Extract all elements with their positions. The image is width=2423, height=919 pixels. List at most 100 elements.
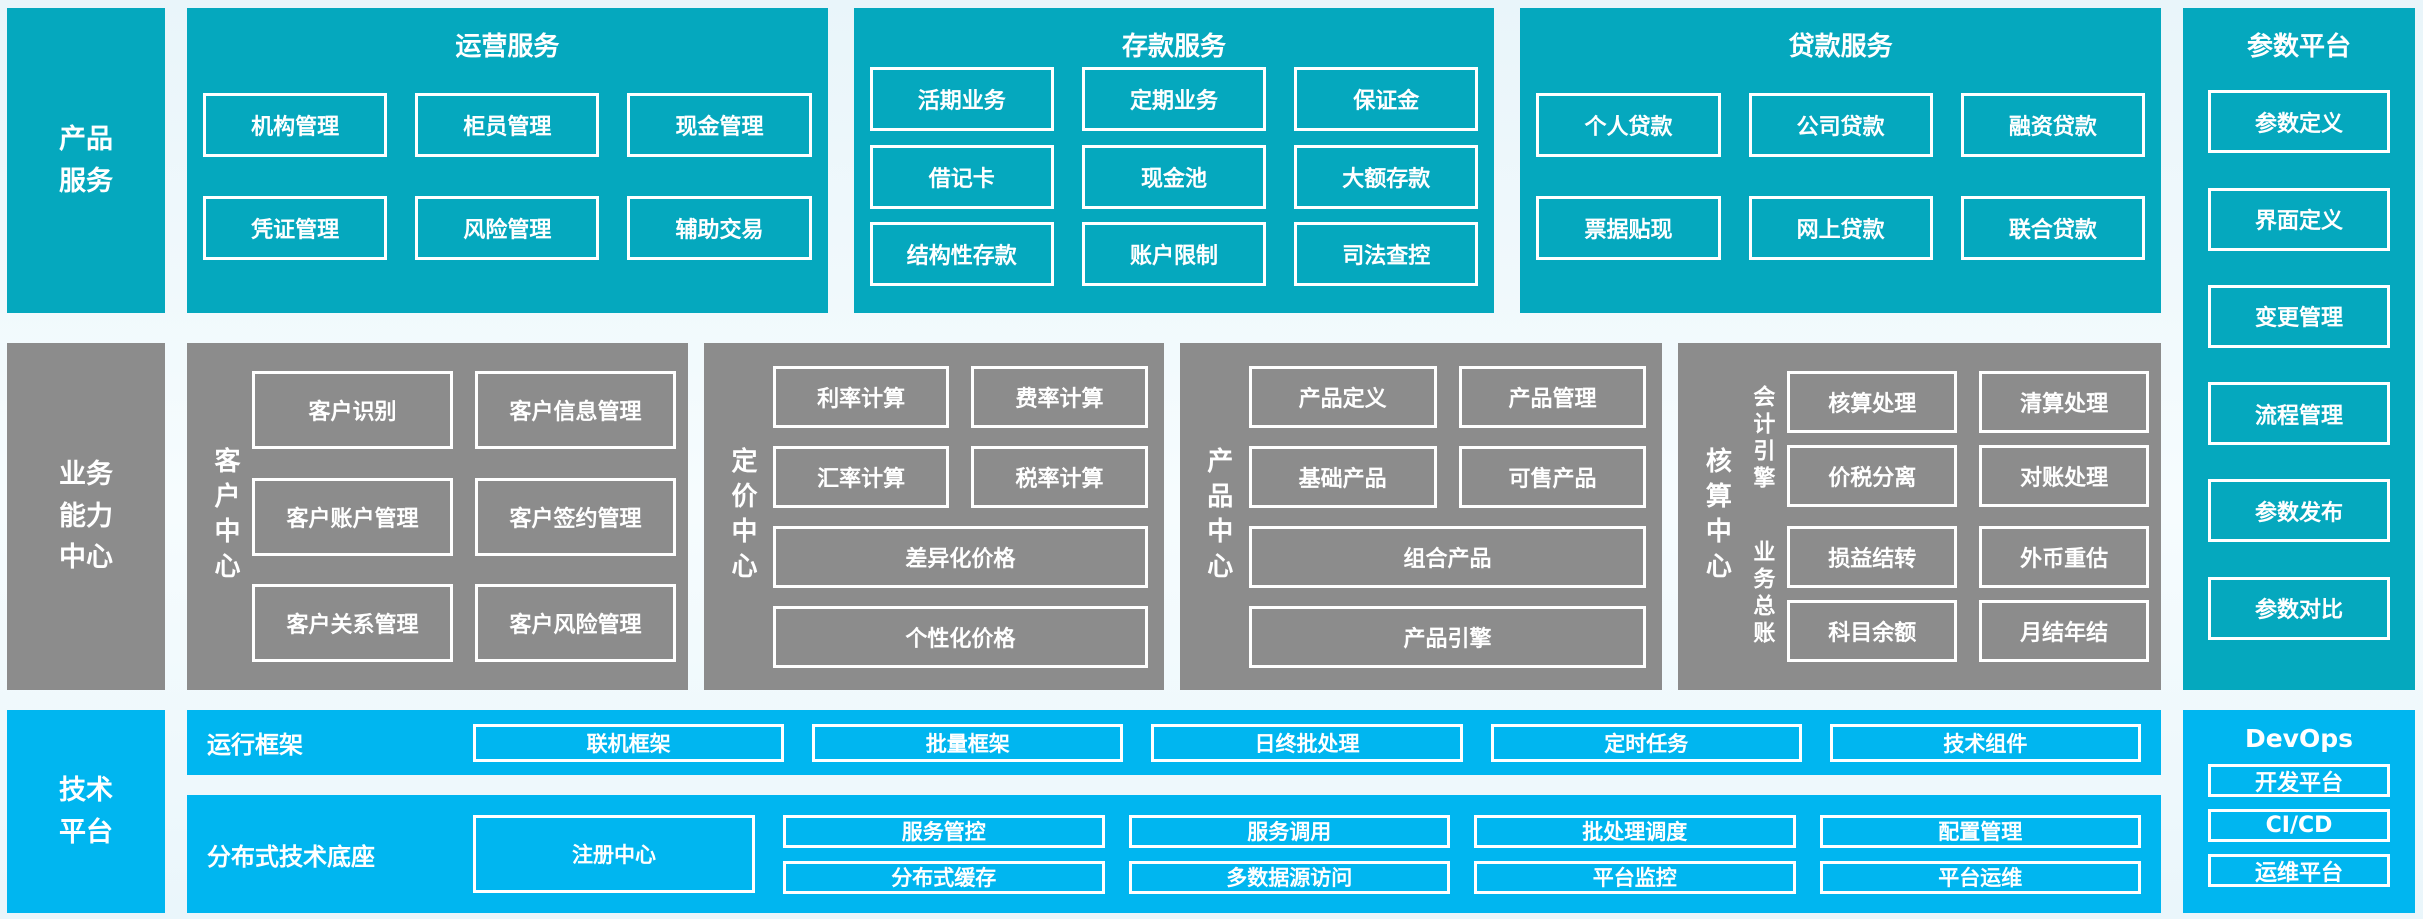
section-title: 存款服务 bbox=[1122, 32, 1227, 62]
diagram-box: 批量框架 bbox=[812, 723, 1124, 762]
devops-title: DevOps bbox=[2244, 724, 2354, 753]
business-ledger-group: 业务总账 损益结转外币重估科目余额月结年结 bbox=[1743, 525, 2149, 662]
center-column: 运营服务 机构管理柜员管理现金管理凭证管理风险管理辅助交易 存款服务 活期业务定… bbox=[187, 8, 2162, 913]
business-ledger-boxes: 损益结转外币重估科目余额月结年结 bbox=[1787, 525, 2149, 662]
diagram-box: 产品管理 bbox=[1458, 365, 1647, 428]
diagram-box: 技术组件 bbox=[1829, 723, 2142, 762]
customer-center-label: 客户中心 bbox=[210, 446, 240, 587]
section-title: 运营服务 bbox=[455, 32, 560, 62]
diagram-box: 客户信息管理 bbox=[475, 371, 676, 450]
product-services-row: 运营服务 机构管理柜员管理现金管理凭证管理风险管理辅助交易 存款服务 活期业务定… bbox=[187, 8, 2162, 313]
section-loan-services: 贷款服务 个人贷款公司贷款融资贷款票据贴现网上贷款联合贷款 bbox=[1520, 8, 2162, 313]
diagram-box: 多数据源访问 bbox=[1128, 860, 1450, 894]
sidebar-product-services-label: 产品 服务 bbox=[59, 123, 113, 197]
diagram-box: 大额存款 bbox=[1294, 144, 1479, 209]
right-rail: 参数平台 参数定义界面定义变更管理流程管理参数发布参数对比 DevOps 开发平… bbox=[2183, 8, 2415, 913]
section-parameter-platform: 参数平台 参数定义界面定义变更管理流程管理参数发布参数对比 bbox=[2183, 8, 2415, 690]
section-deposit-services: 存款服务 活期业务定期业务保证金借记卡现金池大额存款结构性存款账户限制司法查控 bbox=[853, 8, 1495, 313]
diagram-box: 结构性存款 bbox=[869, 221, 1054, 286]
diagram-box: 网上贷款 bbox=[1748, 196, 1933, 260]
diagram-box: 账户限制 bbox=[1081, 221, 1267, 286]
diagram-box: 个性化价格 bbox=[773, 605, 1148, 668]
diagram-box: 风险管理 bbox=[415, 196, 600, 260]
diagram-box: 变更管理 bbox=[2208, 284, 2390, 348]
registry-center-box: 注册中心 bbox=[473, 815, 755, 893]
diagram-box: 定期业务 bbox=[1081, 67, 1267, 132]
business-capability-row: 客户中心 客户识别客户信息管理客户账户管理客户签约管理客户关系管理客户风险管理 … bbox=[187, 343, 2161, 690]
diagram-box: 融资贷款 bbox=[1960, 93, 2145, 157]
customer-center-boxes: 客户识别客户信息管理客户账户管理客户签约管理客户关系管理客户风险管理 bbox=[252, 343, 676, 690]
sidebar-business-capability-label: 业务 能力 中心 bbox=[59, 458, 113, 574]
sidebar-business-capability-center: 业务 能力 中心 bbox=[7, 343, 165, 690]
diagram-box: 定时任务 bbox=[1490, 723, 1802, 762]
diagram-box: 借记卡 bbox=[869, 144, 1054, 209]
diagram-box: 开发平台 bbox=[2208, 764, 2390, 797]
diagram-box: 核算处理 bbox=[1787, 371, 1958, 434]
diagram-box: 产品引擎 bbox=[1248, 605, 1647, 668]
diagram-box: 辅助交易 bbox=[627, 196, 812, 260]
diagram-box: 对账处理 bbox=[1979, 445, 2149, 508]
product-center-wide-boxes: 组合产品产品引擎 bbox=[1248, 525, 1647, 668]
diagram-box: 科目余额 bbox=[1787, 599, 1958, 662]
product-center-boxes: 产品定义产品管理基础产品可售产品 bbox=[1248, 365, 1647, 508]
diagram-box: 活期业务 bbox=[869, 67, 1054, 132]
section-accounting-center: 核算中心 会计引擎 核算处理清算处理价税分离对账处理 业务总账 损益结转外币重估… bbox=[1678, 343, 2161, 690]
section-title: 贷款服务 bbox=[1788, 32, 1893, 62]
diagram-box: 平台监控 bbox=[1474, 860, 1796, 894]
diagram-box: 服务管控 bbox=[783, 814, 1105, 848]
diagram-box: 外币重估 bbox=[1979, 525, 2149, 588]
diagram-box: 现金管理 bbox=[627, 93, 812, 157]
section-pricing-center: 定价中心 利率计算费率计算汇率计算税率计算 差异化价格个性化价格 bbox=[704, 343, 1164, 690]
distributed-base-boxes: 服务管控服务调用批处理调度配置管理分布式缓存多数据源访问平台监控平台运维 bbox=[783, 814, 2141, 894]
accounting-center-groups: 会计引擎 核算处理清算处理价税分离对账处理 业务总账 损益结转外币重估科目余额月… bbox=[1743, 343, 2149, 690]
diagram-box: 流程管理 bbox=[2208, 382, 2390, 446]
diagram-box: 客户风险管理 bbox=[475, 583, 676, 662]
diagram-box: 组合产品 bbox=[1248, 525, 1647, 588]
diagram-box: 价税分离 bbox=[1787, 445, 1958, 508]
distributed-base-label: 分布式技术底座 bbox=[207, 842, 375, 871]
pricing-center-content: 利率计算费率计算汇率计算税率计算 差异化价格个性化价格 bbox=[769, 343, 1152, 690]
diagram-box: 保证金 bbox=[1294, 67, 1479, 132]
sidebar-product-services: 产品 服务 bbox=[7, 8, 165, 313]
business-ledger-label: 业务总账 bbox=[1749, 539, 1775, 648]
diagram-box: 清算处理 bbox=[1979, 371, 2149, 434]
diagram-box: 产品定义 bbox=[1248, 365, 1437, 428]
product-center-content: 产品定义产品管理基础产品可售产品 组合产品产品引擎 bbox=[1245, 343, 1651, 690]
section-customer-center: 客户中心 客户识别客户信息管理客户账户管理客户签约管理客户关系管理客户风险管理 bbox=[187, 343, 688, 690]
parameter-platform-boxes: 参数定义界面定义变更管理流程管理参数发布参数对比 bbox=[2183, 54, 2415, 690]
diagram-box: 客户关系管理 bbox=[252, 583, 453, 662]
pricing-center-label: 定价中心 bbox=[727, 446, 757, 587]
diagram-box: 费率计算 bbox=[971, 365, 1148, 428]
section-distributed-base: 分布式技术底座 注册中心 服务管控服务调用批处理调度配置管理分布式缓存多数据源访… bbox=[187, 795, 2161, 913]
diagram-box: 凭证管理 bbox=[203, 196, 388, 260]
diagram-box: 批处理调度 bbox=[1474, 814, 1796, 848]
left-rail: 产品 服务 业务 能力 中心 技术 平台 bbox=[7, 8, 165, 913]
diagram-box: 参数发布 bbox=[2208, 479, 2390, 543]
diagram-box: 配置管理 bbox=[1819, 814, 2141, 848]
diagram-box: 平台运维 bbox=[1819, 860, 2141, 894]
diagram-box: 月结年结 bbox=[1979, 599, 2149, 662]
diagram-box: 可售产品 bbox=[1458, 445, 1647, 508]
diagram-box: 服务调用 bbox=[1128, 814, 1450, 848]
diagram-box: 界面定义 bbox=[2208, 187, 2390, 251]
diagram-box: 公司贷款 bbox=[1748, 93, 1933, 157]
diagram-box: 参数对比 bbox=[2208, 576, 2390, 640]
sidebar-technology-platform: 技术 平台 bbox=[7, 710, 165, 913]
diagram-box: 分布式缓存 bbox=[783, 860, 1105, 894]
diagram-box: 票据贴现 bbox=[1536, 196, 1721, 260]
diagram-box: 司法查控 bbox=[1294, 221, 1479, 286]
deposit-boxes: 活期业务定期业务保证金借记卡现金池大额存款结构性存款账户限制司法查控 bbox=[854, 54, 1495, 313]
accounting-engine-boxes: 核算处理清算处理价税分离对账处理 bbox=[1787, 371, 2149, 508]
sidebar-technology-label: 技术 平台 bbox=[59, 774, 113, 848]
pricing-center-boxes: 利率计算费率计算汇率计算税率计算 bbox=[773, 365, 1148, 508]
diagram-box: 现金池 bbox=[1081, 144, 1267, 209]
section-runtime-framework: 运行框架 联机框架批量框架日终批处理定时任务技术组件 bbox=[187, 710, 2161, 775]
diagram-box: 客户账户管理 bbox=[252, 477, 453, 556]
diagram-box: 损益结转 bbox=[1787, 525, 1958, 588]
parameter-platform-title: 参数平台 bbox=[2246, 32, 2351, 62]
diagram-box: 运维平台 bbox=[2208, 854, 2390, 887]
diagram-box: 柜员管理 bbox=[415, 93, 600, 157]
diagram-box: 个人贷款 bbox=[1536, 93, 1721, 157]
